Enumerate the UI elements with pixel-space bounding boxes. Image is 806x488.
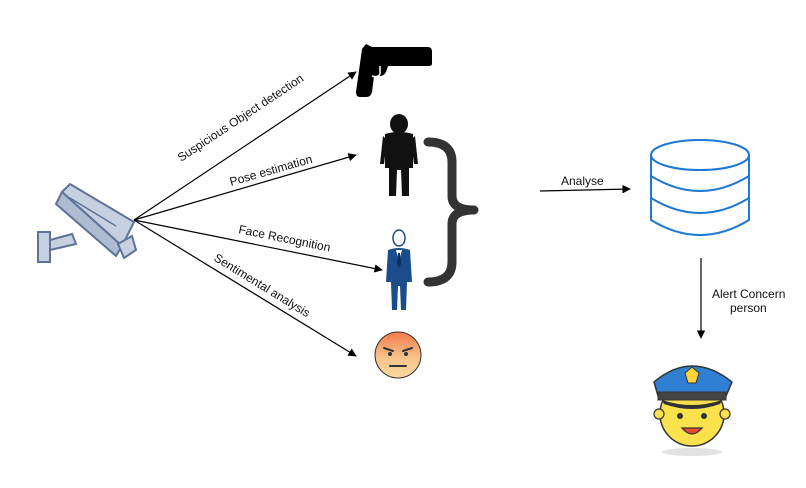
cctv-camera-icon <box>37 182 138 263</box>
police-officer-icon <box>653 365 733 456</box>
angry-face-icon <box>374 331 422 379</box>
edge-to-database <box>539 184 631 194</box>
edge-to-emotion <box>133 219 357 357</box>
label-alert-concern: Alert Concern <box>712 287 785 301</box>
edge-to-face <box>133 219 383 273</box>
businessman-icon <box>386 229 412 310</box>
label-analyse: Analyse <box>561 174 604 188</box>
edge-to-pose <box>133 153 357 221</box>
label-alert-person: person <box>730 301 767 315</box>
standing-person-icon <box>380 114 418 196</box>
label-pose-estimation: Pose estimation <box>228 152 314 189</box>
database-icon <box>650 139 750 236</box>
edge-to-gun <box>133 71 357 221</box>
grouping-brace <box>423 137 479 287</box>
label-sentimental-analysis: Sentimental analysis <box>211 251 312 320</box>
label-face-recognition: Face Recognition <box>237 222 331 254</box>
handgun-icon <box>356 44 432 97</box>
